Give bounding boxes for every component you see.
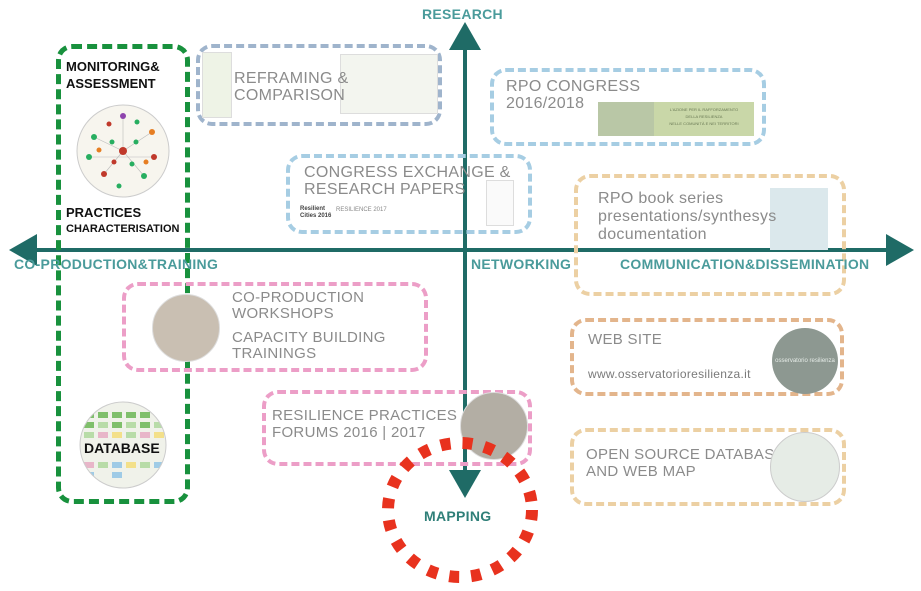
axis-label-coproduction: CO-PRODUCTION&TRAINING (14, 256, 219, 272)
rpo-congress-box (490, 68, 766, 146)
database-label: DATABASE (84, 440, 160, 456)
monitoring-title: MONITORING& ASSESSMENT (66, 58, 160, 92)
rpo-congress-line-1: RPO CONGRESS (506, 78, 641, 95)
characterisation-title: CHARACTERISATION (66, 223, 180, 235)
reframing-chart-thumbnail (202, 52, 232, 118)
opensource-title: OPEN SOURCE DATABASE AND WEB MAP (586, 446, 785, 480)
reframing-title: REFRAMING & COMPARISON (234, 70, 348, 105)
reframing-diagram-thumbnail (340, 54, 438, 114)
database-thumbnail (79, 401, 167, 489)
reframing-line-1: REFRAMING & (234, 70, 349, 87)
coproduction-line-2: WORKSHOPS (232, 305, 334, 322)
book-cover-thumbnail (770, 188, 828, 250)
book-series-line-3: documentation (598, 226, 707, 243)
reframing-box (196, 44, 442, 126)
monitoring-line-2: ASSESSMENT (66, 76, 156, 91)
forums-line-1: RESILIENCE PRACTICES (272, 407, 458, 424)
practices-title: PRACTICES (66, 205, 142, 220)
book-series-line-1: RPO book series (598, 190, 724, 207)
congress-exchange-line-2: RESEARCH PAPERS (304, 181, 466, 199)
book-series-title: RPO book series presentations/synthesys … (598, 190, 777, 244)
resilient-cities-line-1: Resilient (300, 206, 326, 212)
opensource-box (570, 428, 846, 506)
axis-label-mapping: MAPPING (424, 508, 492, 524)
book-series-box (574, 174, 846, 296)
workshop-photo-thumbnail (152, 294, 220, 362)
book-series-line-2: presentations/synthesys (598, 208, 777, 225)
website-box (570, 318, 844, 396)
resilient-cities-line-2: Cities 2016 (300, 213, 332, 219)
coproduction-line-1: CO-PRODUCTION (232, 289, 365, 306)
capacity-building-line-2: TRAININGS (232, 345, 317, 362)
rpo-congress-map-thumbnail (598, 102, 654, 136)
website-thumb-text: osservatorio resilienza (775, 358, 835, 364)
axis-label-communication: COMMUNICATION&DISSEMINATION (620, 256, 870, 272)
research-paper-thumbnail (486, 180, 514, 226)
congress-exchange-line-1: CONGRESS EXCHANGE & (304, 164, 511, 181)
webmap-thumbnail (770, 432, 840, 502)
capacity-building-line-1: CAPACITY BUILDING (232, 329, 386, 346)
website-title: WEB SITE (588, 331, 663, 348)
rpo-congress-cover-thumbnail: L'AZIONE PER IL RAFFORZAMENTO DELLA RESI… (654, 102, 754, 136)
resilience-2017-logo: RESILIENCE 2017 (336, 207, 387, 213)
website-screenshot-thumbnail: osservatorio resilienza (772, 328, 838, 394)
mapping-highlight-circle (382, 437, 538, 583)
forums-title: RESILIENCE PRACTICES FORUMS 2016 | 2017 (272, 407, 457, 441)
coproduction-box (122, 282, 428, 372)
coproduction-title: CO-PRODUCTION WORKSHOPS (232, 290, 364, 322)
opensource-line-2: AND WEB MAP (586, 463, 696, 480)
congress-exchange-box (286, 154, 532, 234)
resilient-cities-logo: Resilient Cities 2016 (300, 206, 331, 220)
analysis-column-frame (56, 44, 190, 504)
forums-box (262, 390, 532, 466)
website-url: www.osservatorioresilienza.it (588, 367, 751, 381)
reframing-line-2: COMPARISON (234, 87, 346, 105)
monitoring-line-1: MONITORING& (66, 59, 160, 74)
rpo-thumb-line-3: NELLE COMUNITÀ E NEI TERRITORI (669, 121, 739, 126)
rpo-congress-line-2: 2016/2018 (506, 95, 585, 113)
rpo-thumb-line-1: L'AZIONE PER IL RAFFORZAMENTO (669, 107, 739, 112)
axis-label-networking: NETWORKING (471, 256, 572, 272)
network-graph-thumbnail (76, 104, 170, 198)
capacity-building-title: CAPACITY BUILDING TRAININGS (232, 330, 386, 362)
opensource-line-1: OPEN SOURCE DATABASE (586, 446, 785, 463)
rpo-thumb-line-2: DELLA RESILIENZA (685, 114, 723, 119)
rpo-congress-title: RPO CONGRESS 2016/2018 (506, 78, 640, 113)
congress-exchange-title: CONGRESS EXCHANGE & RESEARCH PAPERS (304, 164, 511, 199)
axis-label-research: RESEARCH (422, 6, 503, 22)
forums-line-2: FORUMS 2016 | 2017 (272, 424, 426, 441)
